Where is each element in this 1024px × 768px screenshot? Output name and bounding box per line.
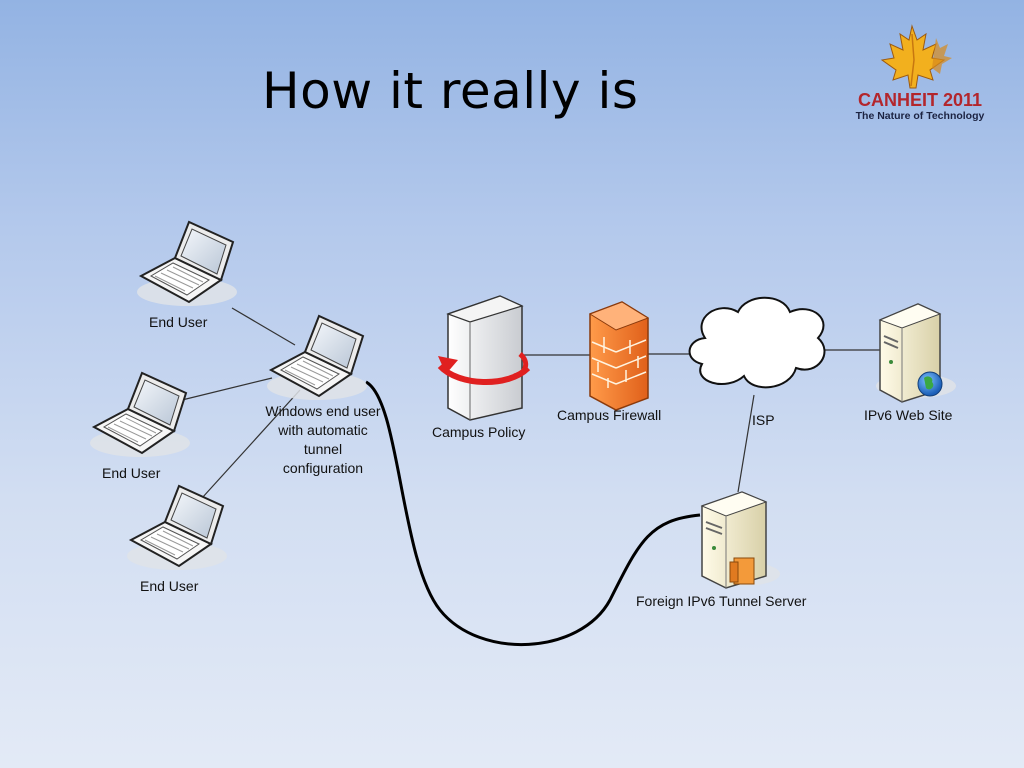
ipv6-site-label: IPv6 Web Site [864,407,953,423]
svg-text:with automatic: with automatic [277,422,367,438]
canheit-logo: CANHEIT 2011 The Nature of Technology [840,20,1000,130]
tunnel-server-label: Foreign IPv6 Tunnel Server [636,593,807,609]
windows-user-label: Windows end user with automatic tunnel c… [265,403,381,476]
end-user-label-1: End User [149,314,208,330]
end-user-label-3: End User [140,578,199,594]
logo-name: CANHEIT 2011 [857,90,983,110]
slide-title: How it really is [262,62,639,120]
tunnel-link [365,380,701,646]
cloud-icon [688,296,826,389]
server-tower-icon [437,295,531,421]
laptop-icon [89,372,191,458]
maple-leaf-icon [880,24,952,89]
server-tower-icon [700,491,780,589]
end-user-label-2: End User [102,465,161,481]
svg-text:Windows end user: Windows end user [265,403,381,419]
svg-text:tunnel: tunnel [304,441,342,457]
svg-text:configuration: configuration [283,460,363,476]
firewall-icon [588,301,650,411]
laptop-icon [266,315,368,401]
campus-policy-label: Campus Policy [432,424,525,440]
logo-tagline: The Nature of Technology [855,110,985,122]
laptop-icon [126,485,228,571]
connections [181,307,880,646]
campus-firewall-label: Campus Firewall [557,407,661,423]
web-server-icon [876,303,956,403]
laptop-icon [136,221,238,307]
isp-label: ISP [752,412,775,428]
